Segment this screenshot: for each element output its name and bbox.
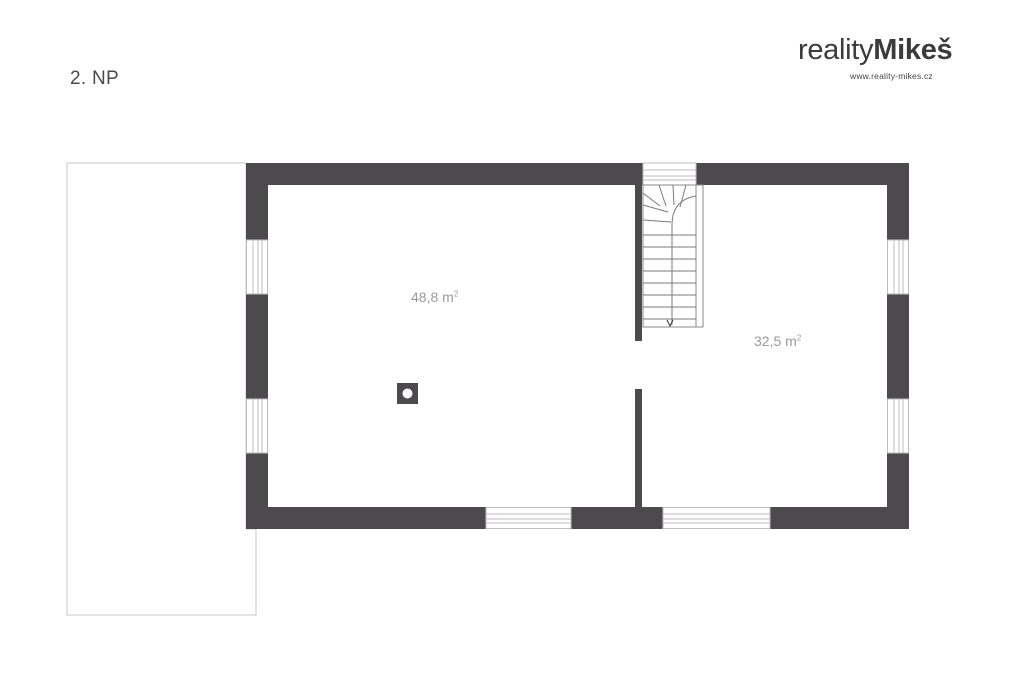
room-area-right-value: 32,5 m [754, 333, 797, 349]
logo-brand-light: reality [798, 34, 874, 66]
logo-brand-bold: Mikeš [873, 34, 953, 66]
wall-bottom-1 [246, 507, 486, 529]
wall-right-2 [887, 294, 909, 399]
partition-upper [635, 185, 642, 341]
room-area-left-value: 48,8 m [411, 289, 454, 305]
partition-walls [635, 185, 642, 507]
wall-top-left [246, 163, 643, 185]
room-area-right-sup: 2 [796, 333, 802, 343]
stair-arrow-icon [666, 319, 674, 328]
logo-wordmark: realityMikeš [798, 34, 990, 66]
window-right-lower [887, 398, 909, 454]
logo-url[interactable]: www.reality-mikes.cz [850, 71, 933, 81]
wall-bottom-3 [770, 507, 909, 529]
window-left-upper [246, 239, 268, 295]
wall-right-1 [887, 163, 909, 240]
staircase [642, 162, 704, 328]
room-area-left: 48,8 m2 [411, 289, 458, 305]
terrace-outline [66, 162, 257, 616]
chimney-icon [397, 383, 418, 404]
room-area-right: 32,5 m2 [754, 333, 801, 349]
partition-lower [635, 389, 642, 507]
wall-top-right [696, 163, 909, 185]
outer-walls [246, 163, 909, 529]
floor-label: 2. NP [70, 68, 120, 89]
window-bottom-right [662, 507, 771, 529]
window-right-upper [887, 239, 909, 295]
window-bottom-left [485, 507, 572, 529]
window-left-lower [246, 398, 268, 454]
wall-left-2 [246, 294, 268, 399]
stair-outline [642, 184, 704, 328]
wall-left-1 [246, 163, 268, 240]
windows [246, 239, 909, 529]
wall-bottom-2 [571, 507, 663, 529]
stair-header [642, 162, 697, 186]
brand-logo[interactable]: realityMikeš www.reality-mikes.cz [798, 34, 990, 81]
room-area-left-sup: 2 [453, 289, 459, 299]
